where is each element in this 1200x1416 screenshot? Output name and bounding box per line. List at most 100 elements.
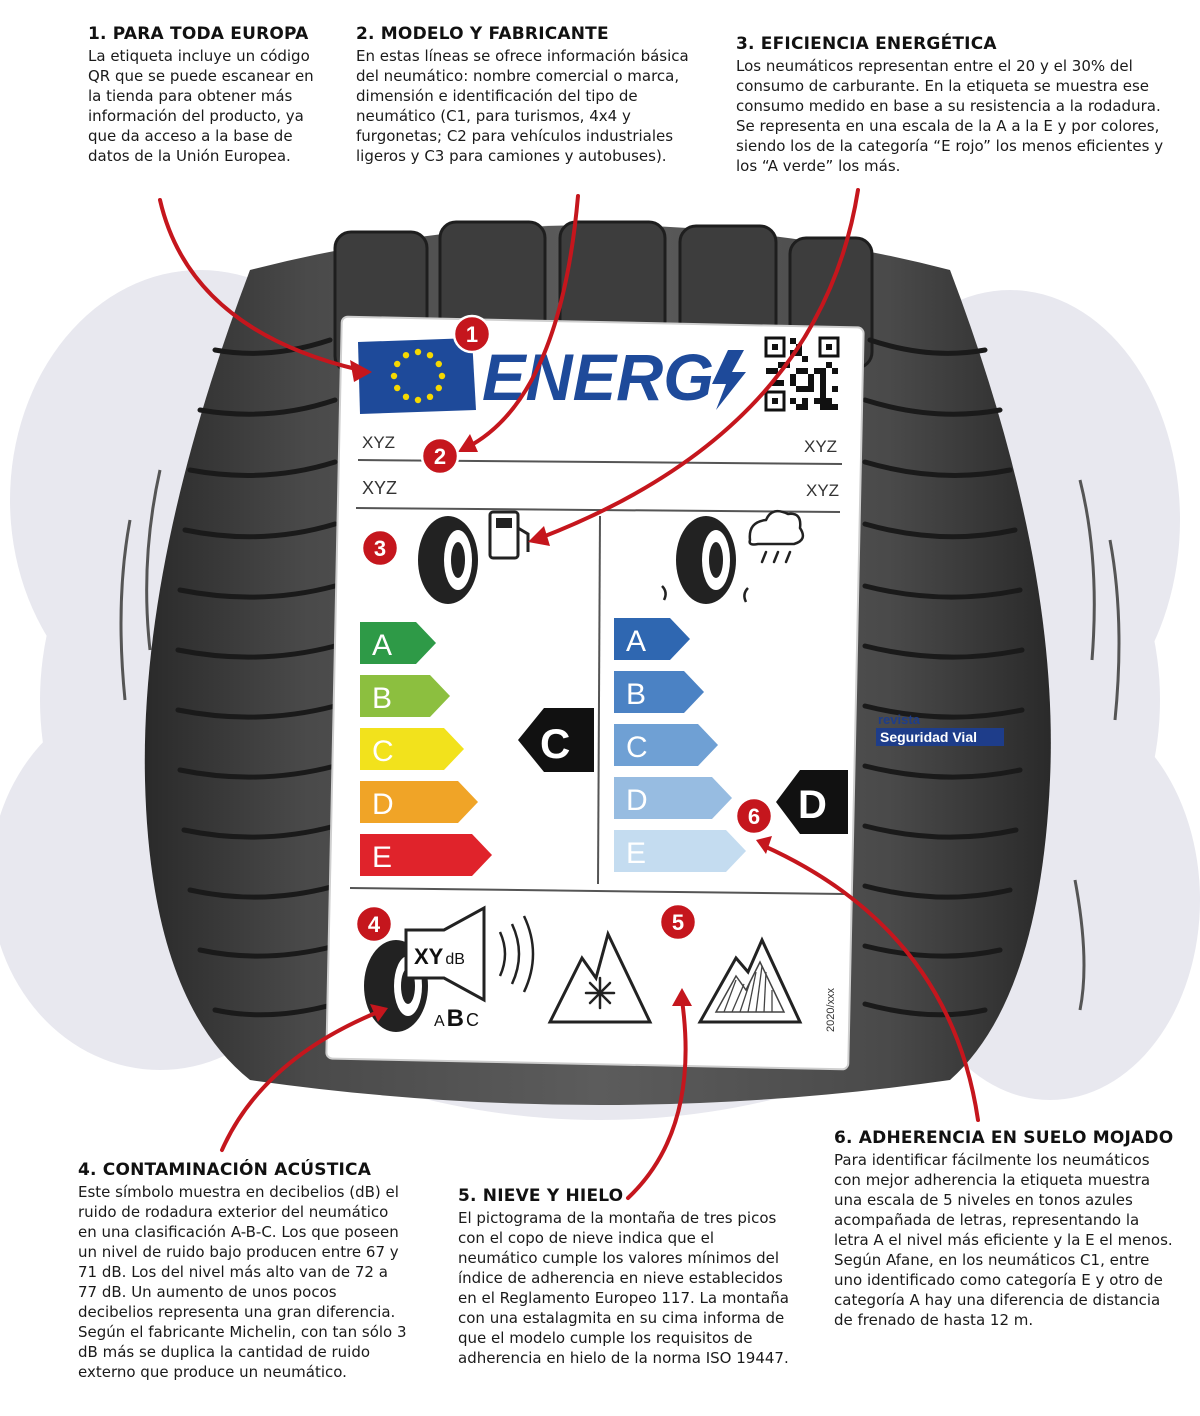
wet-class-label: E	[626, 837, 646, 870]
eu-star-icon	[435, 360, 442, 368]
supplier-name-left: XYZ	[362, 433, 395, 452]
tyre-wet-icon	[676, 516, 736, 604]
callout-title: 4. CONTAMINACIÓN ACÚSTICA	[78, 1160, 372, 1180]
callout-title: 2. MODELO Y FABRICANTE	[356, 24, 609, 44]
wet-class-label: C	[626, 731, 648, 764]
callout-text: Para identificar fácilmente los neumátic…	[834, 1151, 1173, 1329]
callout-energy: 3. EFICIENCIA ENERGÉTICA Los neumáticos …	[736, 34, 1176, 176]
noise-class-b: B	[447, 1005, 464, 1032]
callout-arrows	[158, 188, 980, 1200]
supplier-name-right: XYZ	[804, 437, 837, 456]
fuel-bar-e	[360, 834, 492, 876]
noise-class-c: C	[466, 1010, 479, 1030]
callout-text: En estas líneas se ofrece información bá…	[356, 47, 689, 165]
water-splash-icon	[661, 585, 749, 603]
fuel-bar-a	[360, 622, 436, 664]
eu-flag-icon	[358, 338, 476, 414]
snow-mountain-icon	[547, 929, 653, 1024]
callout-text: El pictograma de la montaña de tres pico…	[458, 1209, 789, 1367]
eu-star-icon	[426, 393, 434, 400]
fuel-bar-d	[360, 781, 478, 823]
fuel-class-indicator: C	[518, 708, 594, 772]
eu-star-icon	[414, 396, 422, 404]
ice-mountain-icon	[697, 936, 803, 1024]
regulation-code: 2020/xxx	[825, 987, 837, 1032]
callout-wet-grip: 6. ADHERENCIA EN SUELO MOJADO Para ident…	[834, 1128, 1174, 1330]
callout-text: La etiqueta incluye un código QR que se …	[88, 47, 314, 165]
eu-star-icon	[390, 372, 398, 380]
arrow-heads	[350, 360, 772, 1022]
eu-star-icon	[435, 384, 442, 392]
marker-4: 4	[368, 912, 381, 937]
qr-code-icon	[764, 336, 840, 412]
lightning-icon	[712, 350, 746, 410]
wet-bar-a	[614, 618, 690, 660]
callout-title: 3. EFICIENCIA ENERGÉTICA	[736, 34, 997, 54]
marker-3: 3	[374, 536, 386, 561]
brand-logo: revista Seguridad Vial	[876, 712, 1004, 746]
fuel-class-label: D	[372, 788, 394, 821]
fuel-class-label: C	[372, 735, 394, 768]
fuel-bar-c	[360, 728, 464, 770]
wet-bar-d	[614, 777, 732, 819]
marker-circle	[658, 902, 698, 942]
brand-line2: Seguridad Vial	[880, 729, 977, 745]
callout-snow-ice: 5. NIEVE Y HIELO El pictograma de la mon…	[458, 1186, 798, 1368]
marker-1: 1	[466, 322, 478, 347]
wet-bar-b	[614, 671, 704, 713]
rain-cloud-icon	[748, 509, 805, 564]
fuel-class-label: A	[372, 629, 392, 662]
eu-star-icon	[402, 352, 410, 359]
wet-class-label: D	[626, 784, 648, 817]
marker-circle	[420, 436, 460, 476]
model-name-right: XYZ	[806, 481, 839, 500]
callout-model: 2. MODELO Y FABRICANTE En estas líneas s…	[356, 24, 696, 166]
callout-title: 1. PARA TODA EUROPA	[88, 24, 309, 44]
eu-star-icon	[426, 352, 434, 359]
tyre-icon	[418, 516, 478, 604]
marker-2: 2	[434, 444, 446, 469]
marker-5: 5	[672, 910, 684, 935]
noise-value: XY	[414, 944, 444, 969]
wet-class-indicator: D	[776, 770, 848, 834]
noise-class-a: A	[434, 1013, 445, 1030]
speaker-icon	[404, 905, 486, 1003]
marker-circle	[734, 796, 774, 836]
fuel-pump-icon	[488, 510, 530, 560]
sound-waves-icon	[498, 915, 535, 993]
wet-bar-c	[614, 724, 718, 766]
callout-title: 6. ADHERENCIA EN SUELO MOJADO	[834, 1128, 1174, 1148]
eu-star-icon	[414, 348, 422, 356]
callout-text: Este símbolo muestra en decibelios (dB) …	[78, 1183, 407, 1381]
brand-line1: revista	[878, 712, 921, 727]
wet-bar-e	[614, 830, 746, 872]
fuel-class-label: E	[372, 841, 392, 874]
callout-noise: 4. CONTAMINACIÓN ACÚSTICA Este símbolo m…	[78, 1160, 408, 1382]
eu-star-icon	[438, 372, 446, 380]
eu-tyre-label: ENERG XYZ XYZ XYZ XYZ	[325, 315, 865, 1071]
wet-class-label: B	[626, 678, 646, 711]
model-name-left: XYZ	[362, 478, 397, 498]
marker-circle	[452, 314, 492, 354]
numbered-markers: 1 2 3 4 5 6	[354, 314, 774, 944]
wet-class-label: A	[626, 625, 646, 658]
callout-title: 5. NIEVE Y HIELO	[458, 1186, 624, 1206]
energy-word: ENERG	[482, 340, 714, 414]
fuel-selected-class: C	[540, 720, 570, 767]
marker-6: 6	[748, 804, 760, 829]
marker-circle	[354, 904, 394, 944]
eu-star-icon	[394, 384, 401, 392]
fuel-bar-b	[360, 675, 450, 717]
fuel-class-label: B	[372, 682, 392, 715]
eu-star-icon	[394, 360, 401, 368]
wet-selected-class: D	[798, 783, 827, 827]
callout-text: Los neumáticos representan entre el 20 y…	[736, 57, 1164, 175]
callout-eu: 1. PARA TODA EUROPA La etiqueta incluye …	[88, 24, 328, 166]
marker-circle	[360, 528, 400, 568]
eu-star-icon	[402, 393, 410, 400]
